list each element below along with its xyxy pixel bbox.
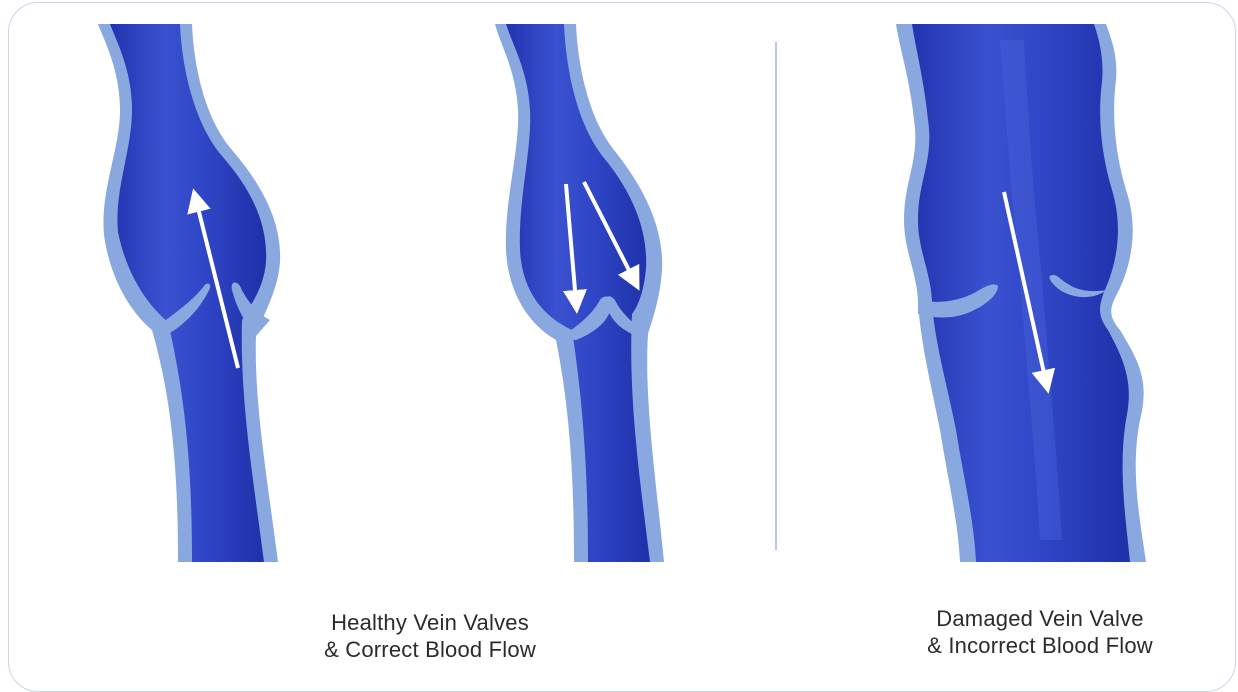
caption-damaged-line1: Damaged Vein Valve (840, 605, 1238, 632)
caption-healthy-line2: & Correct Blood Flow (230, 636, 630, 663)
caption-healthy-line1: Healthy Vein Valves (230, 609, 630, 636)
caption-damaged: Damaged Vein Valve & Incorrect Blood Flo… (840, 605, 1238, 659)
caption-healthy: Healthy Vein Valves & Correct Blood Flow (230, 609, 630, 663)
healthy-vein-open (98, 24, 280, 562)
healthy-vein-closed (495, 24, 664, 562)
caption-damaged-line2: & Incorrect Blood Flow (840, 632, 1238, 659)
damaged-vein (896, 24, 1146, 562)
